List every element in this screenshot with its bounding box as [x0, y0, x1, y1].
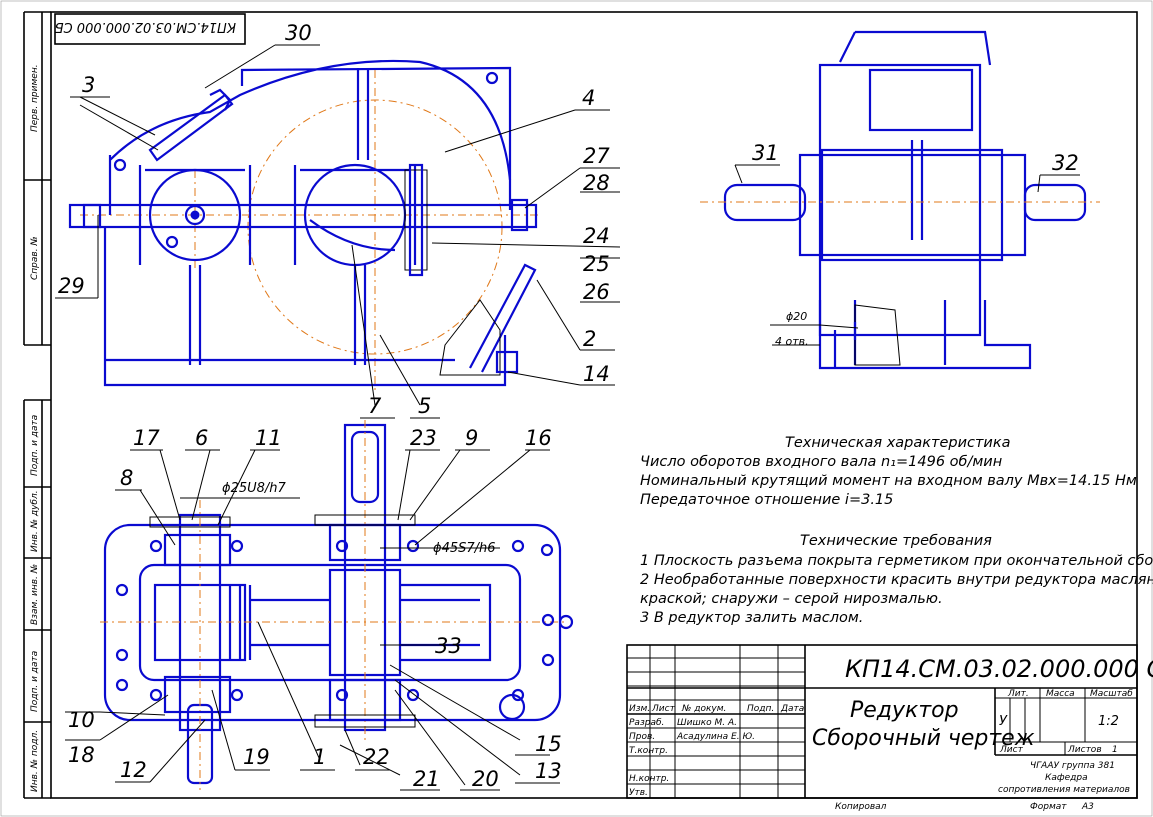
callout-30: 30	[285, 21, 312, 45]
callout-6: 6	[195, 426, 208, 450]
margin-perv-primen: Перв. примен.	[30, 64, 40, 132]
hdr-lit: Лит.	[1007, 689, 1029, 699]
footer-format-value: А3	[1081, 802, 1094, 812]
callout-29: 29	[58, 274, 85, 298]
left-margin-labels: Перв. примен. Справ. № Подп. и дата Инв.…	[30, 64, 40, 792]
footer-format: Формат	[1030, 802, 1067, 812]
callout-14: 14	[583, 362, 610, 386]
callout-8: 8	[120, 466, 133, 490]
footer: Копировал Формат А3	[835, 802, 1094, 812]
dim-holes-count: 4 отв.	[775, 335, 809, 348]
col-date: Дата	[780, 704, 804, 714]
tech-char-title: Техническая характеристика	[785, 435, 1011, 451]
footer-kopiroval: Копировал	[835, 802, 887, 812]
callout-5: 5	[418, 394, 431, 418]
callout-2: 2	[583, 327, 596, 351]
callout-23: 23	[410, 426, 437, 450]
col-list: Лист	[651, 704, 676, 714]
dim-fit-small: ϕ25U8/h7	[222, 481, 287, 496]
side-view	[700, 30, 1100, 370]
callout-18: 18	[68, 743, 95, 767]
title-name-line1: Редуктор	[850, 698, 959, 723]
callout-25: 25	[583, 252, 610, 276]
leader-lines	[55, 44, 1080, 791]
hdr-list: Лист	[999, 745, 1024, 755]
title-block: КП14.СМ.03.02.000.000 СБ Редуктор Сбороч…	[626, 644, 1153, 799]
col-podp: Подп.	[747, 704, 774, 714]
lit-value: У	[999, 714, 1008, 729]
tech-char-line3: Передаточное отношение i=3.15	[640, 492, 893, 508]
tech-req-line2: 2 Необработанные поверхности красить вну…	[640, 572, 1153, 588]
margin-inv-podl: Инв. № подл.	[30, 730, 40, 792]
col-izm: Изм.	[629, 704, 650, 714]
dim-fit-large: ϕ45S7/h6	[433, 541, 496, 556]
margin-vzam-inv: Взам. инв. №	[30, 564, 40, 625]
callout-11: 11	[255, 426, 282, 450]
callout-27: 27	[583, 144, 610, 168]
callout-9: 9	[465, 426, 478, 450]
callout-10: 10	[68, 708, 95, 732]
tech-req-line3: краской; снаружи – серой нирозмалью.	[640, 591, 943, 607]
callout-22: 22	[363, 745, 390, 769]
tech-req-line4: 3 В редуктор залить маслом.	[640, 610, 863, 626]
dimension-texts: ϕ25U8/h7 ϕ45S7/h6 ϕ20 4 отв.	[222, 310, 809, 556]
hdr-scale: Масштаб	[1090, 689, 1133, 699]
row-razrab: Разраб.	[629, 718, 664, 728]
callout-21: 21	[413, 767, 440, 791]
callout-28: 28	[583, 171, 610, 195]
callout-12: 12	[120, 758, 147, 782]
rotated-drawing-code: КП14.СМ.03.02.000.000 СБ	[55, 19, 236, 34]
hdr-mass: Масса	[1046, 689, 1075, 699]
callout-numbers: 30 3 4 27 28 29 24 25 26 2 14 7 5 31 32 …	[58, 21, 1079, 791]
tech-characteristics: Техническая характеристика Число оборото…	[640, 435, 1137, 508]
title-name-line2: Сборочный чертеж	[812, 726, 1035, 751]
margin-sprav-no: Справ. №	[30, 236, 40, 280]
org-line1: ЧГААУ группа 381	[1030, 761, 1115, 771]
margin-podp-data-2: Подп. и дата	[30, 651, 40, 712]
callout-1: 1	[313, 745, 326, 769]
callout-7: 7	[368, 394, 382, 418]
org-line3: сопротивления материалов	[998, 785, 1130, 795]
row-prov: Пров.	[629, 732, 655, 742]
margin-podp-data-1: Подп. и дата	[30, 415, 40, 476]
callout-4: 4	[582, 86, 595, 110]
callout-19: 19	[243, 745, 270, 769]
listov-value: 1	[1112, 745, 1118, 755]
plan-view	[100, 420, 574, 790]
callout-31: 31	[752, 141, 779, 165]
org-line2: Кафедра	[1045, 773, 1088, 783]
callout-26: 26	[583, 280, 610, 304]
title-block-drawing-code: КП14.СМ.03.02.000.000 СБ	[845, 655, 1153, 683]
dim-holes-dia: ϕ20	[786, 310, 807, 323]
callout-3: 3	[82, 73, 95, 97]
front-view	[68, 59, 540, 390]
prov-name: Асадулина Е. Ю.	[676, 732, 755, 742]
callout-20: 20	[472, 767, 499, 791]
col-doc-no: № докум.	[681, 704, 726, 714]
scale-value: 1:2	[1098, 714, 1119, 729]
hdr-listov: Листов	[1067, 745, 1102, 755]
callout-13: 13	[535, 759, 562, 783]
razrab-name: Шишко М. А.	[677, 718, 737, 728]
row-utv: Утв.	[629, 788, 648, 798]
tech-requirements: Технические требования 1 Плоскость разъе…	[640, 533, 1153, 626]
tech-char-line1: Число оборотов входного вала n₁=1496 об/…	[640, 454, 1002, 470]
margin-inv-dubl: Инв. № дубл.	[30, 490, 40, 552]
callout-17: 17	[133, 426, 160, 450]
rotated-code-box: КП14.СМ.03.02.000.000 СБ	[54, 13, 246, 45]
row-tkontr: Т.контр.	[629, 746, 668, 756]
tech-req-title: Технические требования	[800, 533, 992, 549]
row-nkontr: Н.контр.	[629, 774, 669, 784]
callout-33: 33	[435, 634, 462, 658]
callout-24: 24	[583, 224, 610, 248]
callout-15: 15	[535, 732, 562, 756]
callout-32: 32	[1052, 151, 1079, 175]
callout-16: 16	[525, 426, 552, 450]
tech-char-line2: Номинальный крутящий момент на входном в…	[640, 473, 1137, 489]
tech-req-line1: 1 Плоскость разъема покрыта герметиком п…	[640, 553, 1153, 569]
